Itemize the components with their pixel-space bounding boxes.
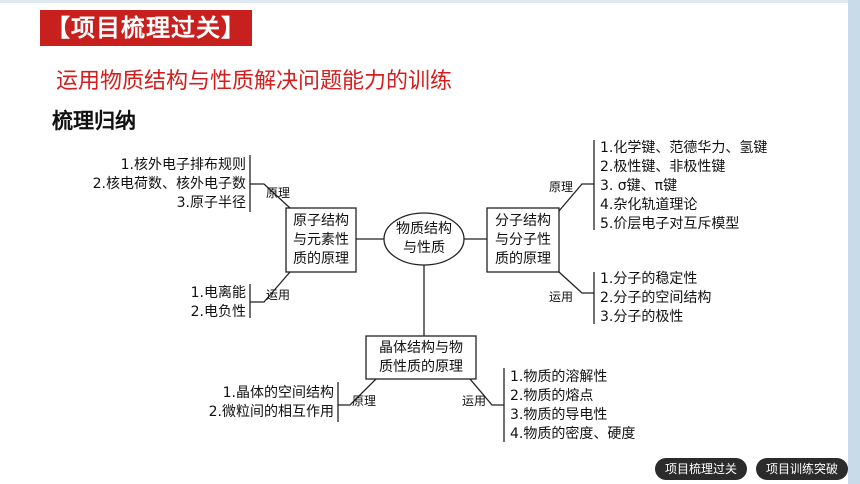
molecule-title-2: 与分子性 [495, 232, 551, 248]
atom-title-3: 质的原理 [293, 251, 349, 267]
nav-button-review[interactable]: 项目梳理过关 [655, 458, 747, 480]
molecule-box [486, 207, 560, 273]
center-node: 物质结构 与性质 [386, 220, 462, 258]
molecule-use-list: 1.分子的稳定性 2.分子的空间结构 3.分子的极性 [600, 270, 711, 327]
molecule-title-3: 质的原理 [495, 251, 551, 267]
center-line-2: 与性质 [403, 240, 445, 256]
top-stripe [0, 0, 860, 3]
crystal-title-1: 晶体结构与物 [379, 340, 463, 356]
molecule-node: 分子结构 与分子性 质的原理 [487, 212, 559, 269]
molecule-use-connector [558, 271, 594, 294]
atom-principle-list: 1.核外电子排布规则 2.核电荷数、核外电子数 3.原子半径 [93, 156, 246, 213]
atom-title-1: 原子结构 [293, 213, 349, 229]
crystal-use-item: 2.物质的熔点 [510, 388, 594, 404]
molecule-principle-label: 原理 [549, 180, 574, 194]
atom-use-list: 1.电离能 2.电负性 [191, 284, 246, 322]
atom-principle-connector [250, 183, 291, 209]
crystal-principle-item: 1.晶体的空间结构 [222, 385, 334, 401]
atom-principle-label: 原理 [266, 186, 291, 200]
atom-use-item: 2.电负性 [190, 304, 246, 320]
molecule-use-item: 3.分子的极性 [600, 309, 684, 325]
molecule-principle-item: 2.极性键、非极性键 [600, 159, 726, 175]
crystal-principle-list: 1.晶体的空间结构 2.微粒间的相互作用 [209, 384, 334, 422]
molecule-use-item: 2.分子的空间结构 [600, 290, 712, 306]
crystal-principle-item: 2.微粒间的相互作用 [208, 404, 334, 420]
section-badge: 【项目梳理过关】 [40, 10, 252, 46]
atom-box [285, 207, 357, 273]
crystal-use-list: 1.物质的溶解性 2.物质的熔点 3.物质的导电性 4.物质的密度、硬度 [510, 368, 635, 444]
atom-use-item: 1.电离能 [190, 285, 246, 301]
atom-node: 原子结构 与元素性 质的原理 [286, 212, 356, 269]
page-subtitle: 运用物质结构与性质解决问题能力的训练 [56, 69, 453, 94]
nav-button-training[interactable]: 项目训练突破 [756, 458, 848, 480]
crystal-use-connector [469, 378, 504, 406]
molecule-use-item: 1.分子的稳定性 [600, 271, 698, 287]
crystal-title-2: 质性质的原理 [379, 359, 463, 375]
section-heading: 梳理归纳 [52, 109, 136, 133]
molecule-principle-item: 1.化学键、范德华力、氢键 [600, 140, 768, 156]
molecule-principle-item: 5.价层电子对互斥模型 [600, 216, 740, 232]
crystal-principle-label: 原理 [352, 394, 377, 408]
crystal-use-item: 4.物质的密度、硬度 [510, 426, 636, 442]
center-line-1: 物质结构 [396, 221, 452, 237]
molecule-principle-connector [558, 183, 594, 212]
atom-principle-item: 2.核电荷数、核外电子数 [92, 176, 246, 192]
crystal-use-item: 3.物质的导电性 [510, 407, 608, 423]
atom-principle-item: 1.核外电子排布规则 [120, 157, 246, 173]
crystal-use-item: 1.物质的溶解性 [510, 369, 608, 385]
atom-use-connector [250, 271, 291, 303]
atom-use-label: 运用 [266, 288, 291, 302]
crystal-box [365, 335, 477, 380]
atom-principle-item: 3.原子半径 [176, 195, 246, 211]
crystal-use-label: 运用 [462, 394, 487, 408]
molecule-title-1: 分子结构 [495, 213, 551, 229]
molecule-principle-list: 1.化学键、范德华力、氢键 2.极性键、非极性键 3. σ键、π键 4.杂化轨道… [600, 139, 767, 234]
atom-title-2: 与元素性 [293, 232, 349, 248]
crystal-node: 晶体结构与物 质性质的原理 [366, 339, 476, 377]
molecule-principle-item: 4.杂化轨道理论 [600, 197, 698, 213]
molecule-use-label: 运用 [549, 290, 574, 304]
side-stripe [848, 0, 860, 484]
crystal-principle-connector [338, 378, 377, 406]
molecule-principle-item: 3. σ键、π键 [600, 178, 678, 194]
